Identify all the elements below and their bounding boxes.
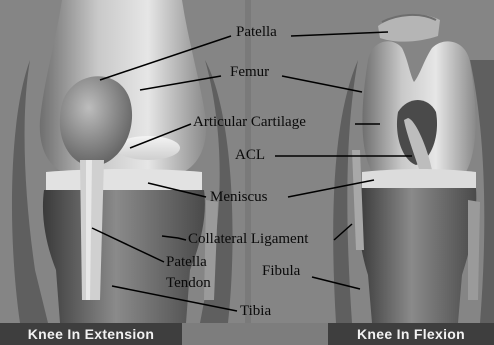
caption-flexion: Knee In Flexion bbox=[328, 323, 494, 345]
label-patella-tendon-2: Tendon bbox=[166, 276, 211, 291]
label-acl: ACL bbox=[235, 148, 265, 163]
label-meniscus: Meniscus bbox=[210, 190, 268, 205]
label-fibula: Fibula bbox=[262, 264, 300, 279]
label-femur: Femur bbox=[230, 65, 269, 80]
label-patella: Patella bbox=[236, 25, 277, 40]
caption-extension: Knee In Extension bbox=[0, 323, 182, 345]
label-patella-tendon-1: Patella bbox=[166, 255, 207, 270]
label-articular-cartilage: Articular Cartilage bbox=[193, 115, 306, 130]
label-tibia: Tibia bbox=[240, 304, 271, 319]
label-collateral-ligament: Collateral Ligament bbox=[188, 232, 308, 247]
